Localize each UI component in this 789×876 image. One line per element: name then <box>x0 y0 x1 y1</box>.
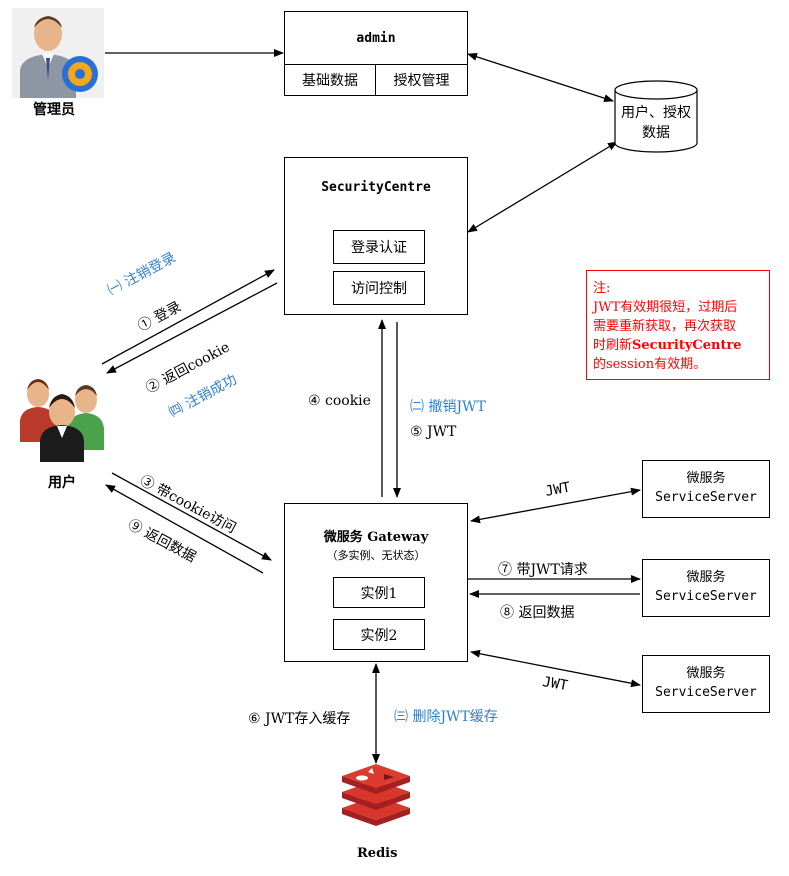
gateway-title: 微服务 Gateway <box>323 530 429 545</box>
service3-line2: ServiceServer <box>655 685 757 700</box>
label-save-cache: ⑥ JWT存入缓存 <box>248 711 351 727</box>
gateway-box: 微服务 Gateway （多实例、无状态） 实例1 实例2 <box>284 503 468 662</box>
arrow-visit-cookie <box>111 472 272 561</box>
note-security-centre: SecurityCentre <box>632 338 742 353</box>
note-line5: 的session有效期。 <box>593 357 707 372</box>
arrow-return-data <box>105 484 264 574</box>
security-centre-box: SecurityCentre 登录认证 访问控制 <box>284 157 468 315</box>
admin-box-title: admin <box>356 30 396 46</box>
gateway-subtitle: （多实例、无状态） <box>326 549 426 562</box>
service-box-2: 微服务 ServiceServer <box>642 559 770 617</box>
arrow-admin-db <box>467 52 614 103</box>
admin-box: admin 基础数据 授权管理 <box>284 11 468 96</box>
service3-line1: 微服务 <box>686 666 726 681</box>
service1-line2: ServiceServer <box>655 490 757 505</box>
arrow-gateway-service1 <box>470 487 641 524</box>
access-control-box: 访问控制 <box>333 271 425 305</box>
admin-role-label: 管理员 <box>33 102 75 118</box>
redis-label: Redis <box>357 846 398 861</box>
note-box: 注: JWT有效期很短，过期后 需要重新获取，再次获取 时刷新SecurityC… <box>586 270 770 380</box>
database-label-line1: 用户、授权 <box>621 105 691 121</box>
note-line4-text: 时刷新 <box>593 338 633 353</box>
note-line2: JWT有效期很短，过期后 <box>593 300 738 315</box>
service2-line1: 微服务 <box>686 570 726 585</box>
login-auth-box: 登录认证 <box>333 230 425 264</box>
service-box-1: 微服务 ServiceServer <box>642 460 770 518</box>
arrow-gateway-service3 <box>470 649 641 688</box>
security-centre-title: SecurityCentre <box>321 180 431 195</box>
label-revoke-jwt: ㈡ 撤销JWT <box>410 399 486 415</box>
arrow-return-cookie <box>106 282 278 374</box>
label-return-data2: ⑧ 返回数据 <box>500 605 575 621</box>
note-line3: 需要重新获取，再次获取 <box>593 319 737 334</box>
arrow-security-db <box>467 141 618 233</box>
user-label: 用户 <box>48 475 76 491</box>
label-delete-cache: ㈢ 删除JWT缓存 <box>394 709 498 725</box>
note-line1: 注: <box>593 281 611 296</box>
redis-icon <box>338 764 414 826</box>
gateway-instance2: 实例2 <box>333 619 425 650</box>
database-label-line2: 数据 <box>642 125 670 141</box>
label-cookie: ④ cookie <box>308 393 371 409</box>
user-group-icon <box>18 372 110 462</box>
note-line4: 时刷新SecurityCentre <box>593 336 769 355</box>
service2-line2: ServiceServer <box>655 589 757 604</box>
admin-person-icon <box>12 8 104 98</box>
label-jwt: ⑤ JWT <box>410 424 457 440</box>
label-req-jwt: ⑦ 带JWT请求 <box>498 562 588 578</box>
admin-basic-data-cell: 基础数据 <box>285 64 376 95</box>
service1-line1: 微服务 <box>686 471 726 486</box>
arrow-user-login <box>101 269 275 365</box>
service-box-3: 微服务 ServiceServer <box>642 655 770 713</box>
user-auth-database: 用户、授权 数据 <box>614 80 698 154</box>
admin-authorization-cell: 授权管理 <box>393 72 450 89</box>
gateway-instance1: 实例1 <box>333 577 425 608</box>
